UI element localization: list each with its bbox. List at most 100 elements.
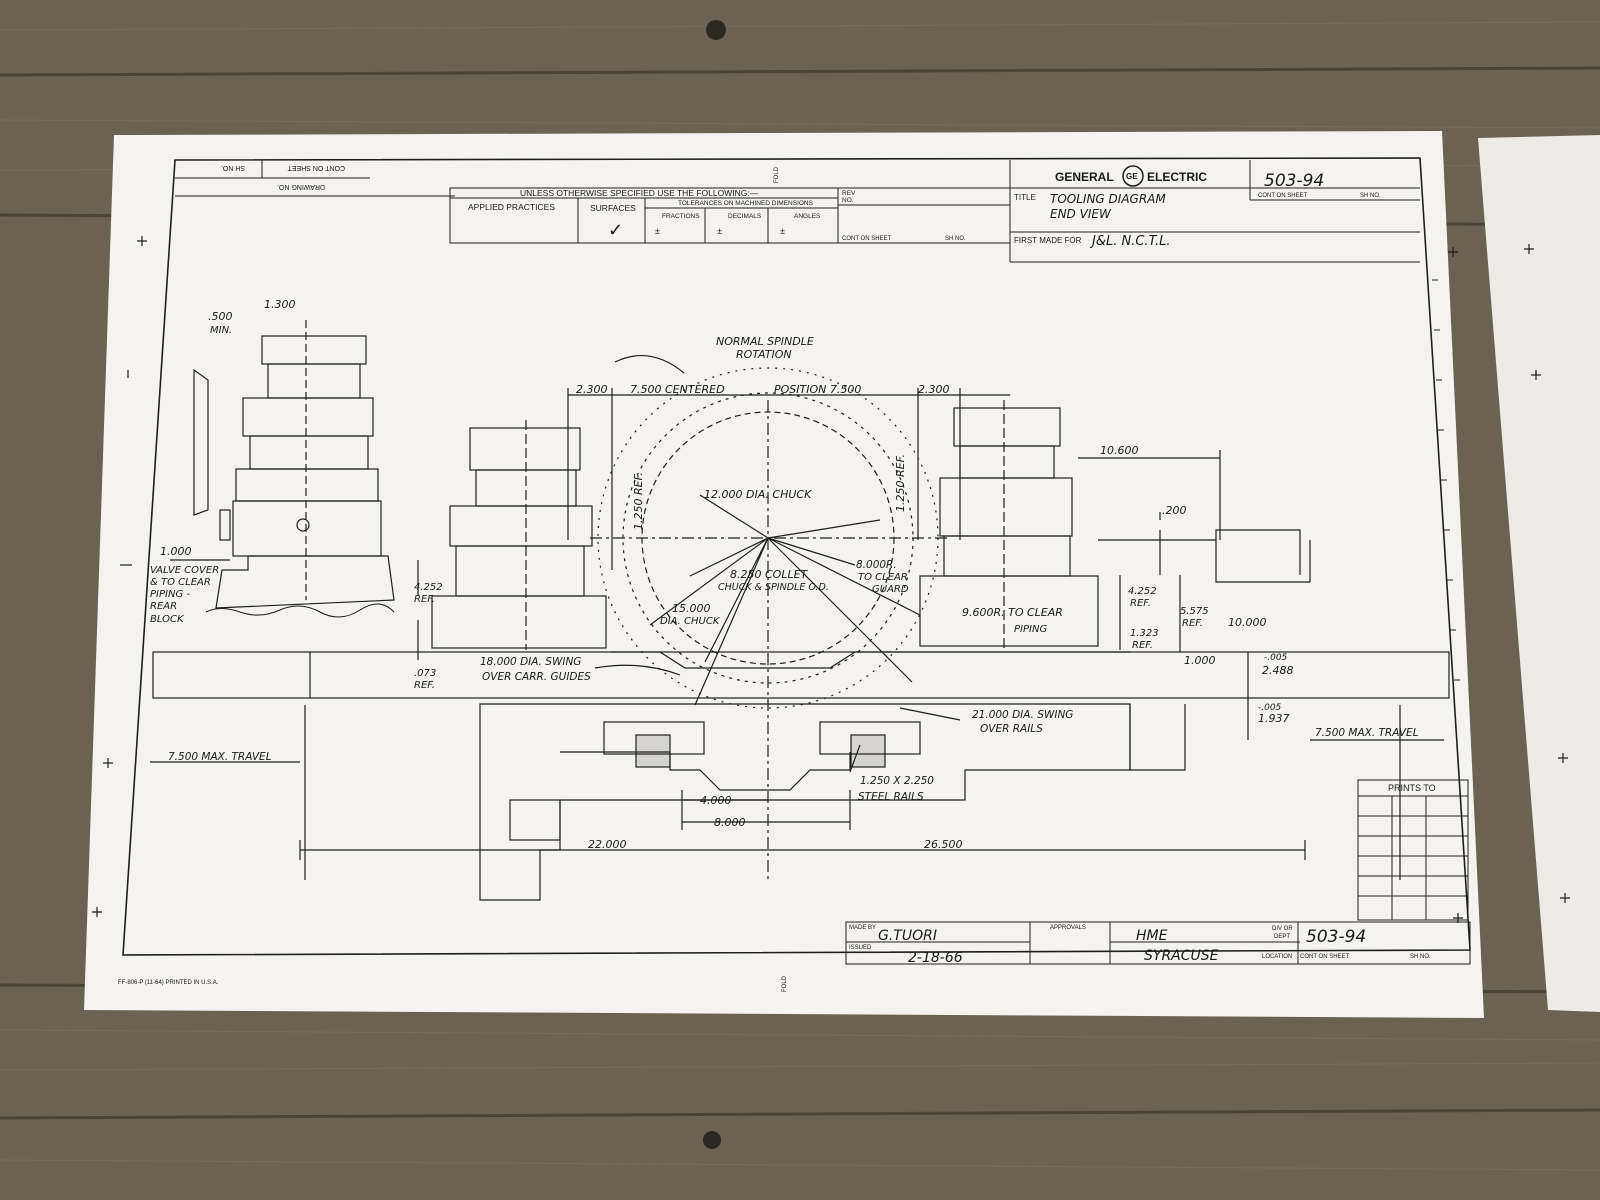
dim-1300: 1.300 [264,298,296,311]
dim-200: .200 [1162,504,1187,517]
bottom-title-block [845,921,1471,965]
fold-label-top: FOLD [774,166,780,183]
travel-right: 7.500 MAX. TRAVEL [1315,727,1419,739]
ref-073: .073 [414,668,436,679]
dept-label: DEPT [1274,934,1290,940]
prints-to-label: PRINTS TO [1388,783,1436,793]
title-line-2: END VIEW [1050,207,1112,221]
swing-21-b: OVER RAILS [980,723,1043,735]
ref-4252-a-ref: REF. [414,594,435,605]
dim-4000: 4.000 [700,794,732,807]
dim-position: POSITION 7.500 [774,383,861,396]
tol-005-b: -.005 [1258,703,1282,713]
ref-1250-b: 1.250 REF. [894,454,907,512]
swing-18-a: 18.000 DIA. SWING [480,656,581,668]
applied-practices-label: APPLIED PRACTICES [468,202,555,212]
swing-18-b: OVER CARR. GUIDES [482,671,591,683]
form-number: FF-806-P (11-64) PRINTED IN U.S.A. [118,980,219,986]
rev-label: REV [842,190,856,197]
registration-marks [92,236,1570,923]
ref-4252-a: 4.252 [414,582,443,593]
ge-logo-icon [1122,165,1144,187]
valve-note-4: REAR [150,601,177,612]
fractions-pm: ± [655,226,660,236]
valve-note-3: PIPING - [150,589,190,600]
edge-ruler [1432,279,1460,681]
first-made-for-value: J&L. N.C.T.L. [1089,234,1170,249]
cont-sheet-label-top: CONT ON SHEET [287,164,345,171]
rails-size: 1.250 X 2.250 [860,775,934,787]
prints-to-table [1357,779,1469,921]
location-label: LOCATION [1262,954,1292,960]
label-chuck-15-b: DIA. CHUCK [660,616,721,627]
fractions-label: FRACTIONS [662,213,700,220]
decimals-pm: ± [717,226,722,236]
tolerance-table [449,160,1420,263]
top-header-box [175,160,455,197]
rev-no-label: NO. [842,197,854,204]
valve-note-5: BLOCK [150,614,185,625]
dim-22000: 22.000 [588,838,627,851]
paper [84,131,1484,1018]
sh-no-label-b: SH NO. [1360,193,1381,199]
location-value: SYRACUSE [1144,948,1219,964]
dim-centered: 7.500 CENTERED [630,383,725,396]
swing-21-a: 21.000 DIA. SWING [972,709,1073,721]
ref-1250-a: 1.250 REF. [632,472,645,530]
dim-8000: 8.000 [714,816,746,829]
rotation-label-1: NORMAL SPINDLE [716,335,814,348]
travel-left: 7.500 MAX. TRAVEL [168,751,272,763]
ref-4252-b: 4.252 [1128,586,1157,597]
label-r8000: 8.000R. [856,559,897,571]
ground-hatch [205,603,395,618]
div-label: DIV OR [1272,926,1293,932]
label-piping: PIPING [1014,624,1047,635]
dimension-labels: .500 1.300 MIN. NORMAL SPINDLE ROTATION … [150,298,1419,851]
surfaces-label: SURFACES [590,203,636,213]
title-label: TITLE [1014,193,1036,202]
ge-company-name: GENERAL [1055,170,1114,184]
ref-1323-ref: REF. [1132,640,1153,651]
title-line-1: TOOLING DIAGRAM [1050,192,1166,206]
dim-26500: 26.500 [924,838,963,851]
drawing-number-bottom: 503-94 [1306,927,1366,947]
dim-min: MIN. [210,325,232,336]
unless-note: UNLESS OTHERWISE SPECIFIED USE THE FOLLO… [520,188,759,198]
approvals-label: APPROVALS [1050,925,1086,931]
dim-2300-b: 2.300 [918,383,950,396]
second-sheet [1478,135,1600,1012]
drawing-no-label: DRAWING NO. [277,183,325,190]
ref-5575: 5.575 [1180,606,1209,617]
tolerances-label: TOLERANCES ON MACHINED DIMENSIONS [678,200,814,207]
drawing-no-label-top: SH NO. [221,164,245,171]
dim-2488: 2.488 [1262,664,1294,677]
ge-logo-letters: GE [1126,172,1138,181]
dim-500: .500 [208,310,233,323]
label-r9600: 9.600R. TO CLEAR [962,606,1063,619]
label-r8000-b: TO CLEAR [858,572,908,583]
fold-label-bottom: FOLD [782,975,788,992]
sh-no-label-c: SH NO. [1410,954,1431,960]
made-by-value: G.TUORI [878,928,937,944]
dim-10000: 10.000 [1228,616,1267,629]
ge-company-name-2: ELECTRIC [1147,170,1207,184]
issued-label: ISSUED [849,945,872,951]
surfaces-check: ✓ [608,220,623,240]
dim-10600: 10.600 [1100,444,1139,457]
valve-note-1: VALVE COVER [150,565,219,576]
made-by-label: MADE BY [849,925,876,931]
ref-5575-ref: REF. [1182,618,1203,629]
valve-note-2: & TO CLEAR [150,577,211,588]
rotation-label-2: ROTATION [736,348,792,361]
ref-1323: 1.323 [1130,628,1159,639]
issued-value: 2-18-66 [908,950,963,966]
angles-pm: ± [780,226,785,236]
decimals-label: DECIMALS [728,213,762,220]
angles-label: ANGLES [794,213,821,220]
label-collet-2: CHUCK & SPINDLE O.D. [718,582,829,593]
dim-2300-a: 2.300 [576,383,608,396]
label-collet-1: 8.250 COLLET [730,568,809,581]
label-chuck-12: 12.000 DIA. CHUCK [704,488,812,501]
tol-005-a: -.005 [1264,653,1288,663]
